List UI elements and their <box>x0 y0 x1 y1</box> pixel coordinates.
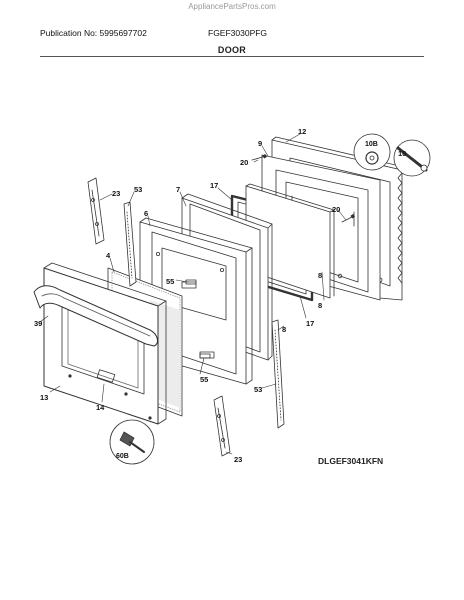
callout-17-top: 17 <box>210 181 218 190</box>
callout-39: 39 <box>34 319 42 328</box>
diagram-code: DLGEF3041KFN <box>318 456 384 466</box>
callout-6: 6 <box>144 209 148 218</box>
callout-23-bottom: 23 <box>234 455 242 464</box>
callout-7: 7 <box>176 185 180 194</box>
watermark-text: AppliancePartsPros.com <box>188 2 276 11</box>
callout-23-top: 23 <box>112 189 120 198</box>
callout-4: 4 <box>106 251 111 260</box>
callout-20-mid: 20 <box>332 205 340 214</box>
detail-washer-10b <box>353 133 391 171</box>
model-number: FGEF3030PFG <box>208 28 268 38</box>
callout-8-right: 8 <box>318 271 322 280</box>
callout-60b: 60B <box>116 453 129 460</box>
callout-labels: 12 9 10B 10 20 20 23 53 7 17 6 8 4 55 8 … <box>34 127 406 464</box>
part-trim-strip-53-top <box>123 201 137 287</box>
callout-13: 13 <box>40 393 48 402</box>
part-door-handle-39 <box>33 285 158 347</box>
callout-17-bottom: 17 <box>306 319 314 328</box>
part-screw-20-top <box>251 154 267 161</box>
callout-20-top: 20 <box>240 158 248 167</box>
section-title: DOOR <box>217 45 247 55</box>
callout-14: 14 <box>96 403 105 412</box>
part-bracket-55-top <box>185 279 197 285</box>
callout-8-mid: 8 <box>318 301 322 310</box>
part-trim-strip-53-bottom <box>271 319 285 429</box>
callout-55-bottom: 55 <box>200 375 208 384</box>
callout-53-bottom: 53 <box>254 385 262 394</box>
callout-8-lower: 8 <box>282 325 286 334</box>
callout-9: 9 <box>258 139 262 148</box>
callout-10: 10 <box>398 149 406 158</box>
callout-53-top: 53 <box>134 185 142 194</box>
leader-lines <box>39 133 347 455</box>
part-bracket-55-bottom <box>199 353 211 359</box>
callout-10b: 10B <box>365 141 378 148</box>
part-screw-20-mid <box>341 214 355 223</box>
publication-number: Publication No: 5995697702 <box>40 28 147 38</box>
callout-12: 12 <box>298 127 306 136</box>
detail-pin-10 <box>393 139 431 177</box>
header-divider <box>40 56 424 57</box>
part-hinge-23-bottom <box>213 395 231 457</box>
detail-screw-60b <box>109 419 155 465</box>
callout-55-top: 55 <box>166 277 174 286</box>
part-hinge-23-top <box>87 177 105 245</box>
